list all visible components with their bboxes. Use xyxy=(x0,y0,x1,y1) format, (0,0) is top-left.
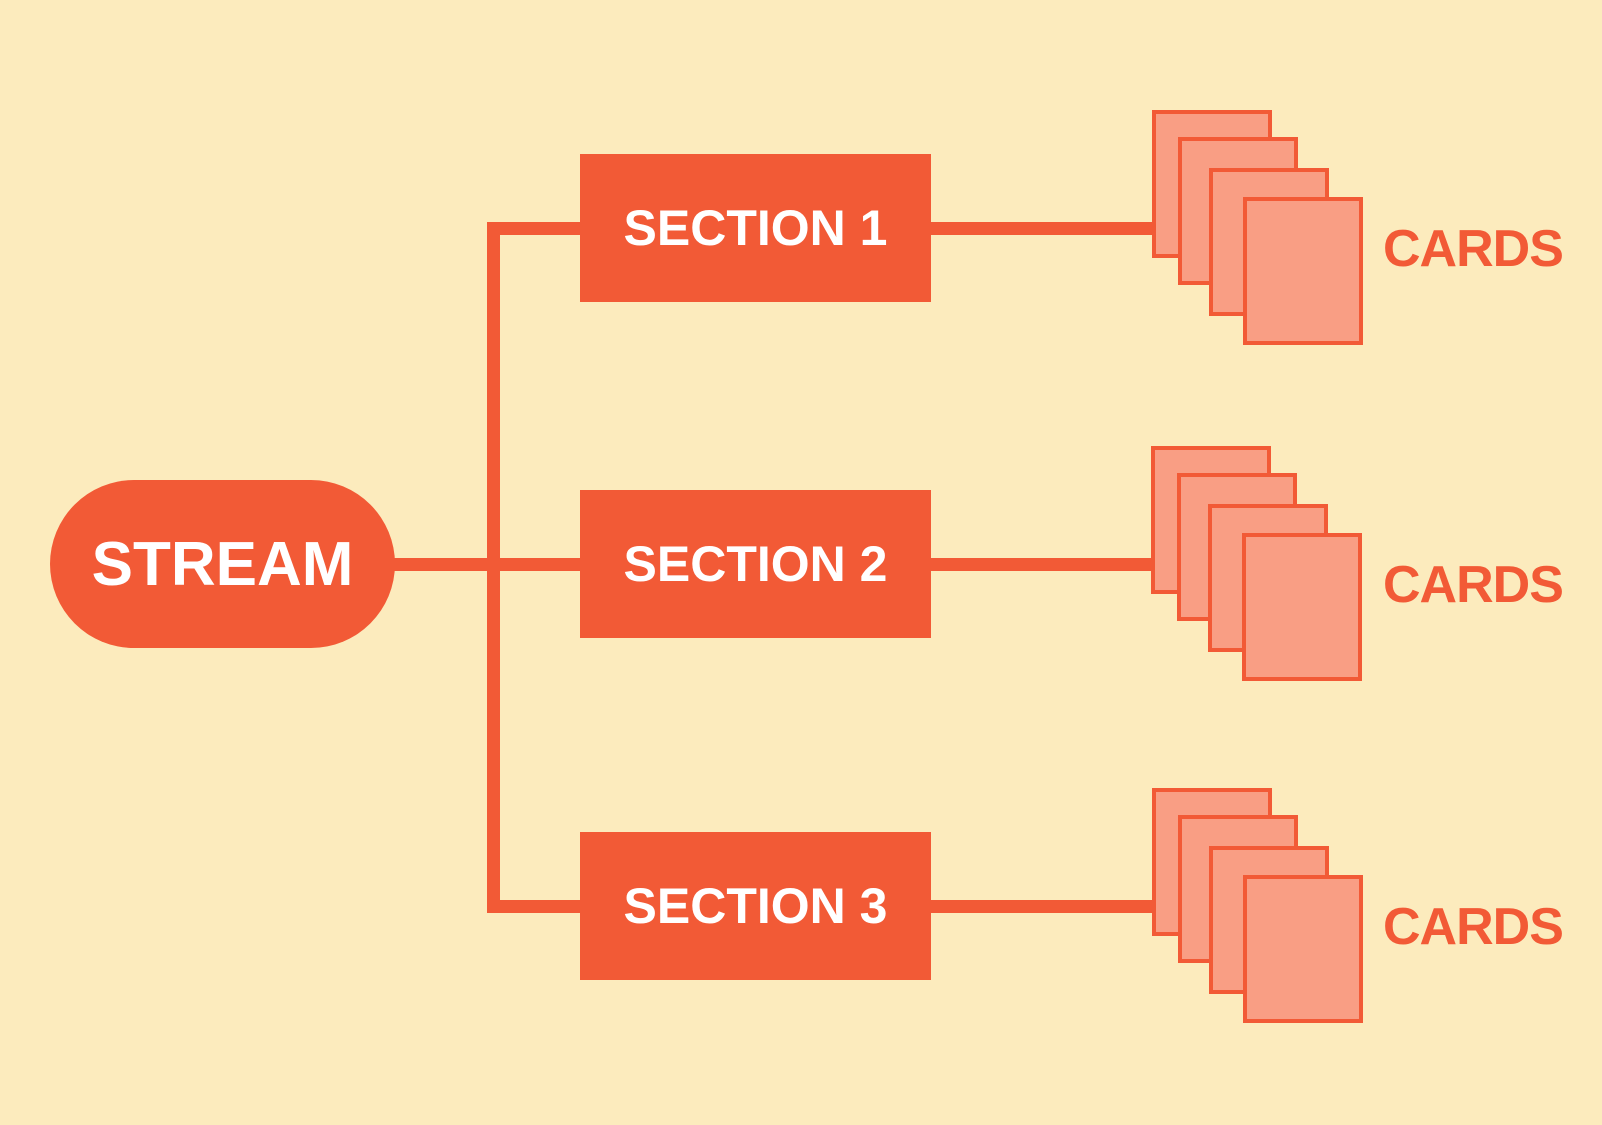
cards-label-3: CARDS xyxy=(1383,898,1564,956)
cards-label-2: CARDS xyxy=(1383,556,1564,614)
section-2-label: SECTION 2 xyxy=(623,536,888,592)
stream-label: STREAM xyxy=(91,529,354,599)
card xyxy=(1243,197,1363,345)
connector-stream-to-section-2 xyxy=(392,558,582,571)
card-stack-3 xyxy=(1152,788,1364,1024)
cards-label-1: CARDS xyxy=(1383,220,1564,278)
section-1-label: SECTION 1 xyxy=(623,200,888,256)
section-1-node: SECTION 1 xyxy=(580,154,931,302)
section-2-node: SECTION 2 xyxy=(580,490,931,638)
connector-section-3-to-cards xyxy=(930,900,1158,913)
card-stack-1 xyxy=(1152,110,1364,346)
section-3-label: SECTION 3 xyxy=(623,878,888,934)
card-stack-2 xyxy=(1151,446,1363,682)
connector-section-1-to-cards xyxy=(930,222,1158,235)
card xyxy=(1242,533,1362,681)
connector-trunk-to-section-1 xyxy=(487,222,582,235)
section-3-node: SECTION 3 xyxy=(580,832,931,980)
card xyxy=(1243,875,1363,1023)
connector-section-2-to-cards xyxy=(930,558,1158,571)
connector-trunk-to-section-3 xyxy=(487,900,582,913)
stream-node: STREAM xyxy=(50,480,395,648)
